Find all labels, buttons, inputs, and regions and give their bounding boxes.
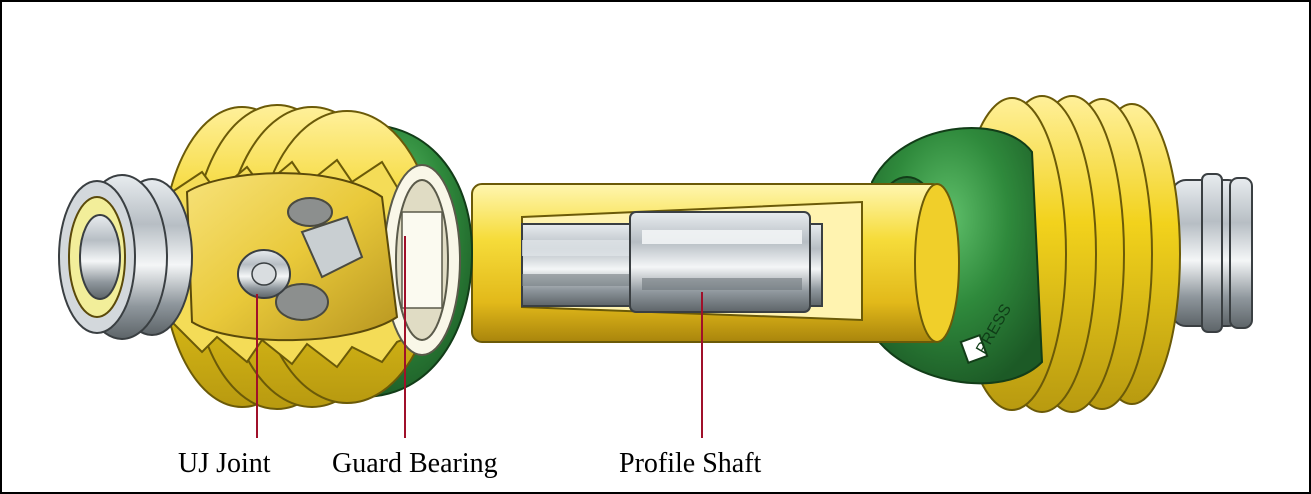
right-steel-hub xyxy=(1171,173,1253,333)
profile-shaft-label: Profile Shaft xyxy=(619,448,762,479)
left-steel-hub xyxy=(58,174,193,340)
guard-bearing-label: Guard Bearing xyxy=(332,448,498,479)
uj-joint-label: UJ Joint xyxy=(178,448,271,479)
profile-shaft xyxy=(521,200,863,322)
leader-lines xyxy=(256,236,703,438)
guard-bearing xyxy=(383,164,461,356)
uj-joint xyxy=(185,172,399,342)
